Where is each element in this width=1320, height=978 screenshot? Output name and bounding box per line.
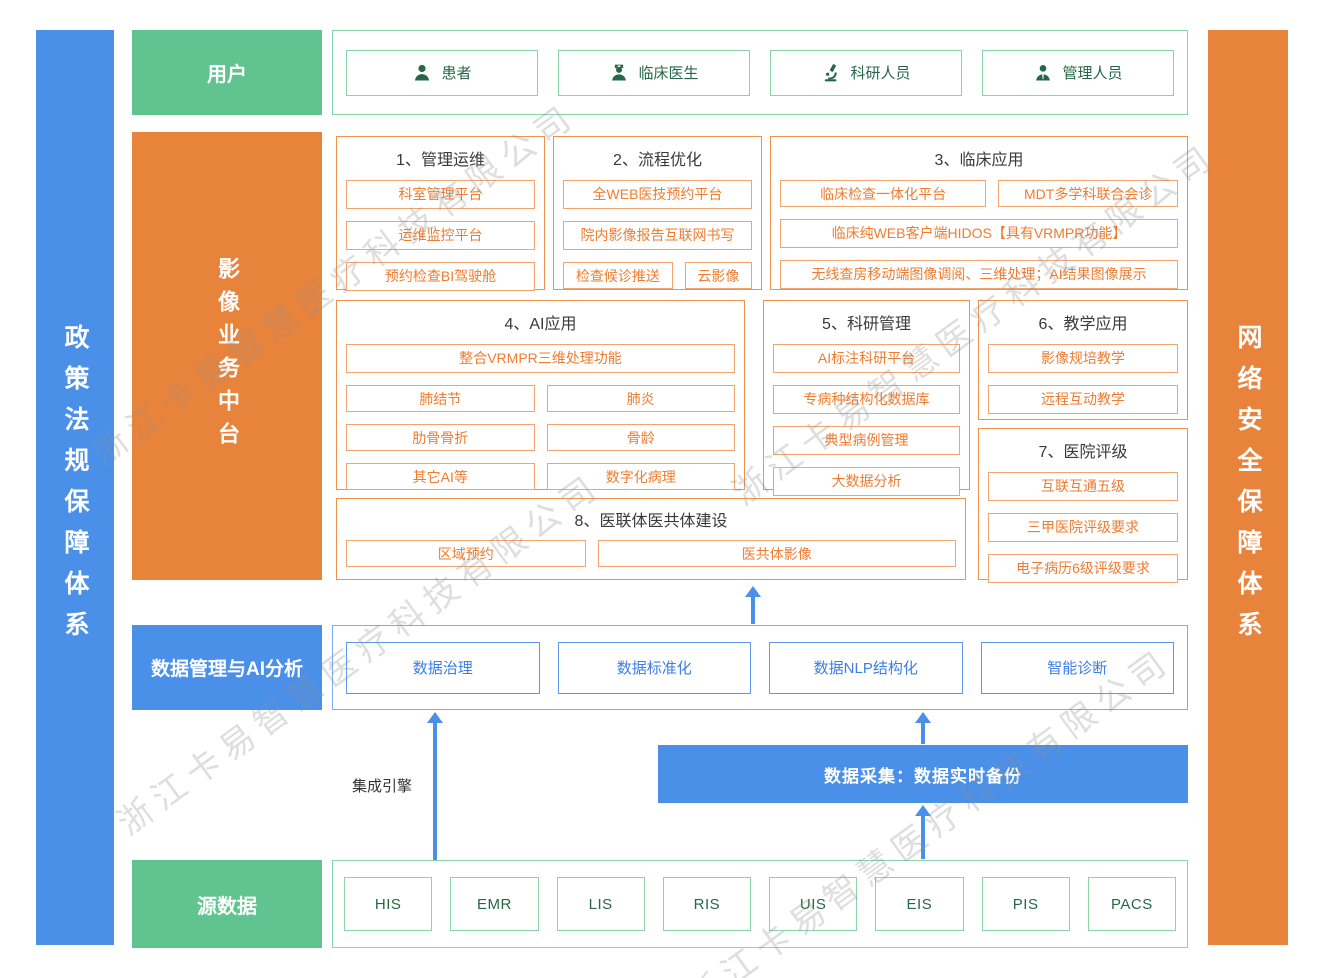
platform-item: 影像规培教学 [988,344,1178,373]
platform-item: 数字化病理 [546,463,735,490]
group-title: 8、医联体医共体建设 [574,513,728,530]
platform-item: 肺结节 [346,385,535,412]
platform-item: 专病种结构化数据库 [773,385,960,414]
group-title: 5、科研管理 [822,316,911,333]
platform-item: 院内影像报告互联网书写 [563,221,752,250]
group-title: 1、管理运维 [396,152,485,169]
platform-item: 肺炎 [546,385,735,412]
policy-regulation-label: 政策法规保障体系 [61,323,89,652]
microscope-icon [825,63,838,81]
doctor-icon [612,64,627,80]
platform-item: 肋骨骨折 [346,424,535,451]
group-teaching-application: 6、教学应用 影像规培教学 远程互动教学 [978,300,1188,420]
source-row-label: 源数据 [132,860,322,948]
user-item-researcher: 科研人员 [770,49,962,96]
platform-item: 检查候诊推送 [563,262,673,289]
group-clinical-application: 3、临床应用 临床检查一体化平台 MDT多学科联合会诊 临床纯WEB客户端HID… [770,136,1188,290]
arrow-source-to-collection [914,805,932,859]
platform-item: 远程互动教学 [988,385,1178,414]
platform-item: 大数据分析 [773,467,960,496]
user-item-label: 科研人员 [850,65,911,82]
platform-item: MDT多学科联合会诊 [998,180,1178,207]
policy-regulation-bar: 政策法规保障体系 [36,30,114,945]
platform-item: 互联互通五级 [988,472,1178,501]
user-item-label: 管理人员 [1062,65,1123,82]
user-item-label: 患者 [441,65,472,82]
platform-item: 临床检查一体化平台 [780,180,987,207]
network-security-label: 网络安全保障体系 [1234,323,1262,652]
group-medical-alliance: 8、医联体医共体建设 区域预约 医共体影像 [336,498,966,580]
group-ai-application: 4、AI应用 整合VRMPR三维处理功能 肺结节 肺炎 肋骨骨折 骨龄 其它AI… [336,300,745,490]
network-security-bar: 网络安全保障体系 [1208,30,1288,945]
source-system-emr: EMR [450,877,539,931]
group-title: 7、医院评级 [1038,444,1128,461]
source-system-ris: RIS [662,877,751,931]
data-mgmt-row-label: 数据管理与AI分析 [132,625,322,710]
arrow-collection-to-datamgmt [914,712,932,744]
platform-item: 临床纯WEB客户端HIDOS【具有VRMPR功能】 [780,219,1178,248]
users-container: 患者 临床医生 科研人员 管理人员 [332,30,1188,115]
source-system-pis: PIS [981,877,1070,931]
platform-item: 科室管理平台 [346,180,535,209]
platform-item: 骨龄 [546,424,735,451]
platform-item: 无线查房移动端图像调阅、三维处理；AI结果图像展示 [780,260,1178,289]
data-mgmt-container: 数据治理 数据标准化 数据NLP结构化 智能诊断 [332,625,1188,710]
platform-item: 预约检查BI驾驶舱 [346,262,535,291]
user-item-manager: 管理人员 [982,49,1174,96]
group-hospital-rating: 7、医院评级 互联互通五级 三甲医院评级要求 电子病历6级评级要求 [978,428,1188,583]
arrow-integration-engine [426,712,444,860]
platform-label-text: 影像业务中台 [215,257,240,455]
group-title: 2、流程优化 [613,152,702,169]
platform-item: 运维监控平台 [346,221,535,250]
data-collection-bar: 数据采集：数据实时备份 [658,745,1188,803]
platform-item: 区域预约 [346,540,586,567]
platform-item: 云影像 [684,262,752,289]
platform-item: 其它AI等 [346,463,535,490]
group-process-optimization: 2、流程优化 全WEB医技预约平台 院内影像报告互联网书写 检查候诊推送 云影像 [553,136,762,290]
platform-row-label: 影像业务中台 [132,132,322,580]
source-container: HIS EMR LIS RIS UIS EIS PIS PACS [332,860,1188,948]
group-title: 3、临床应用 [934,152,1024,169]
users-row-label: 用户 [132,30,322,115]
data-mgmt-item: 数据NLP结构化 [769,641,963,694]
platform-item: 典型病例管理 [773,426,960,455]
data-mgmt-item: 数据治理 [346,641,540,694]
arrow-up-to-platform [744,586,762,624]
group-title: 6、教学应用 [1038,316,1128,333]
platform-item: 全WEB医技预约平台 [563,180,752,209]
patient-icon [415,64,430,80]
group-research-management: 5、科研管理 AI标注科研平台 专病种结构化数据库 典型病例管理 大数据分析 [763,300,970,496]
data-mgmt-item: 智能诊断 [980,641,1174,694]
integration-engine-label: 集成引擎 [351,778,412,795]
manager-icon [1036,64,1051,80]
platform-item: 医共体影像 [597,540,956,567]
user-item-label: 临床医生 [638,65,699,82]
source-system-lis: LIS [556,877,645,931]
group-title: 4、AI应用 [504,316,577,333]
user-item-doctor: 临床医生 [558,49,750,96]
source-system-pacs: PACS [1087,877,1176,931]
user-item-patient: 患者 [346,49,538,96]
platform-item: 整合VRMPR三维处理功能 [346,344,735,373]
source-system-eis: EIS [875,877,964,931]
source-system-his: HIS [344,877,433,931]
data-mgmt-item: 数据标准化 [557,641,751,694]
group-management-ops: 1、管理运维 科室管理平台 运维监控平台 预约检查BI驾驶舱 [336,136,545,291]
platform-item: 电子病历6级评级要求 [988,554,1178,583]
platform-item: 三甲医院评级要求 [988,513,1178,542]
platform-item: AI标注科研平台 [773,344,960,373]
source-system-uis: UIS [769,877,858,931]
